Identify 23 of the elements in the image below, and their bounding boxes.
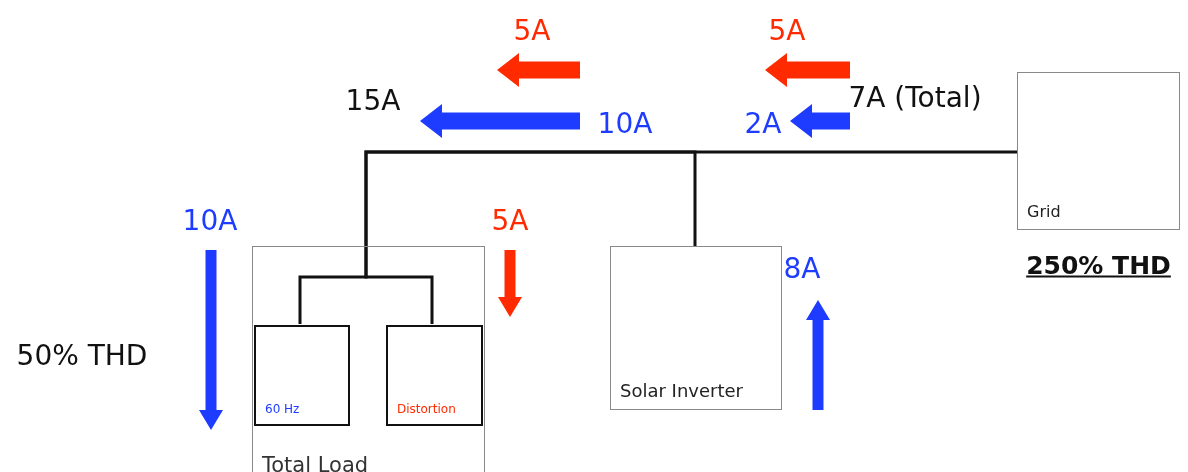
- current-value: 5A: [491, 203, 529, 237]
- grid-box: [1017, 72, 1180, 230]
- current-value: 10A: [597, 106, 653, 140]
- node-label: Distortion: [397, 402, 456, 416]
- current-value: 8A: [783, 251, 821, 285]
- thd-note: 50% THD: [16, 338, 148, 372]
- inverter-box: [610, 246, 782, 410]
- current-value: 7A (Total): [848, 80, 982, 114]
- load-box: [252, 246, 485, 472]
- node-label: Grid: [1027, 202, 1061, 221]
- wire: [364, 246, 434, 324]
- wire: [364, 150, 697, 246]
- node-label: Solar Inverter: [620, 380, 743, 401]
- thd-note: 250% THD: [1026, 250, 1171, 280]
- current-value: 5A: [513, 13, 551, 47]
- load-component-box: [386, 325, 483, 426]
- current-value: 2A: [744, 106, 782, 140]
- node-label: Total Load: [262, 453, 369, 472]
- load-component-box: [254, 325, 350, 426]
- node-label: 60 Hz: [265, 402, 300, 416]
- current-value: 5A: [768, 13, 806, 47]
- current-value: 15A: [345, 83, 401, 117]
- current-value: 10A: [182, 203, 238, 237]
